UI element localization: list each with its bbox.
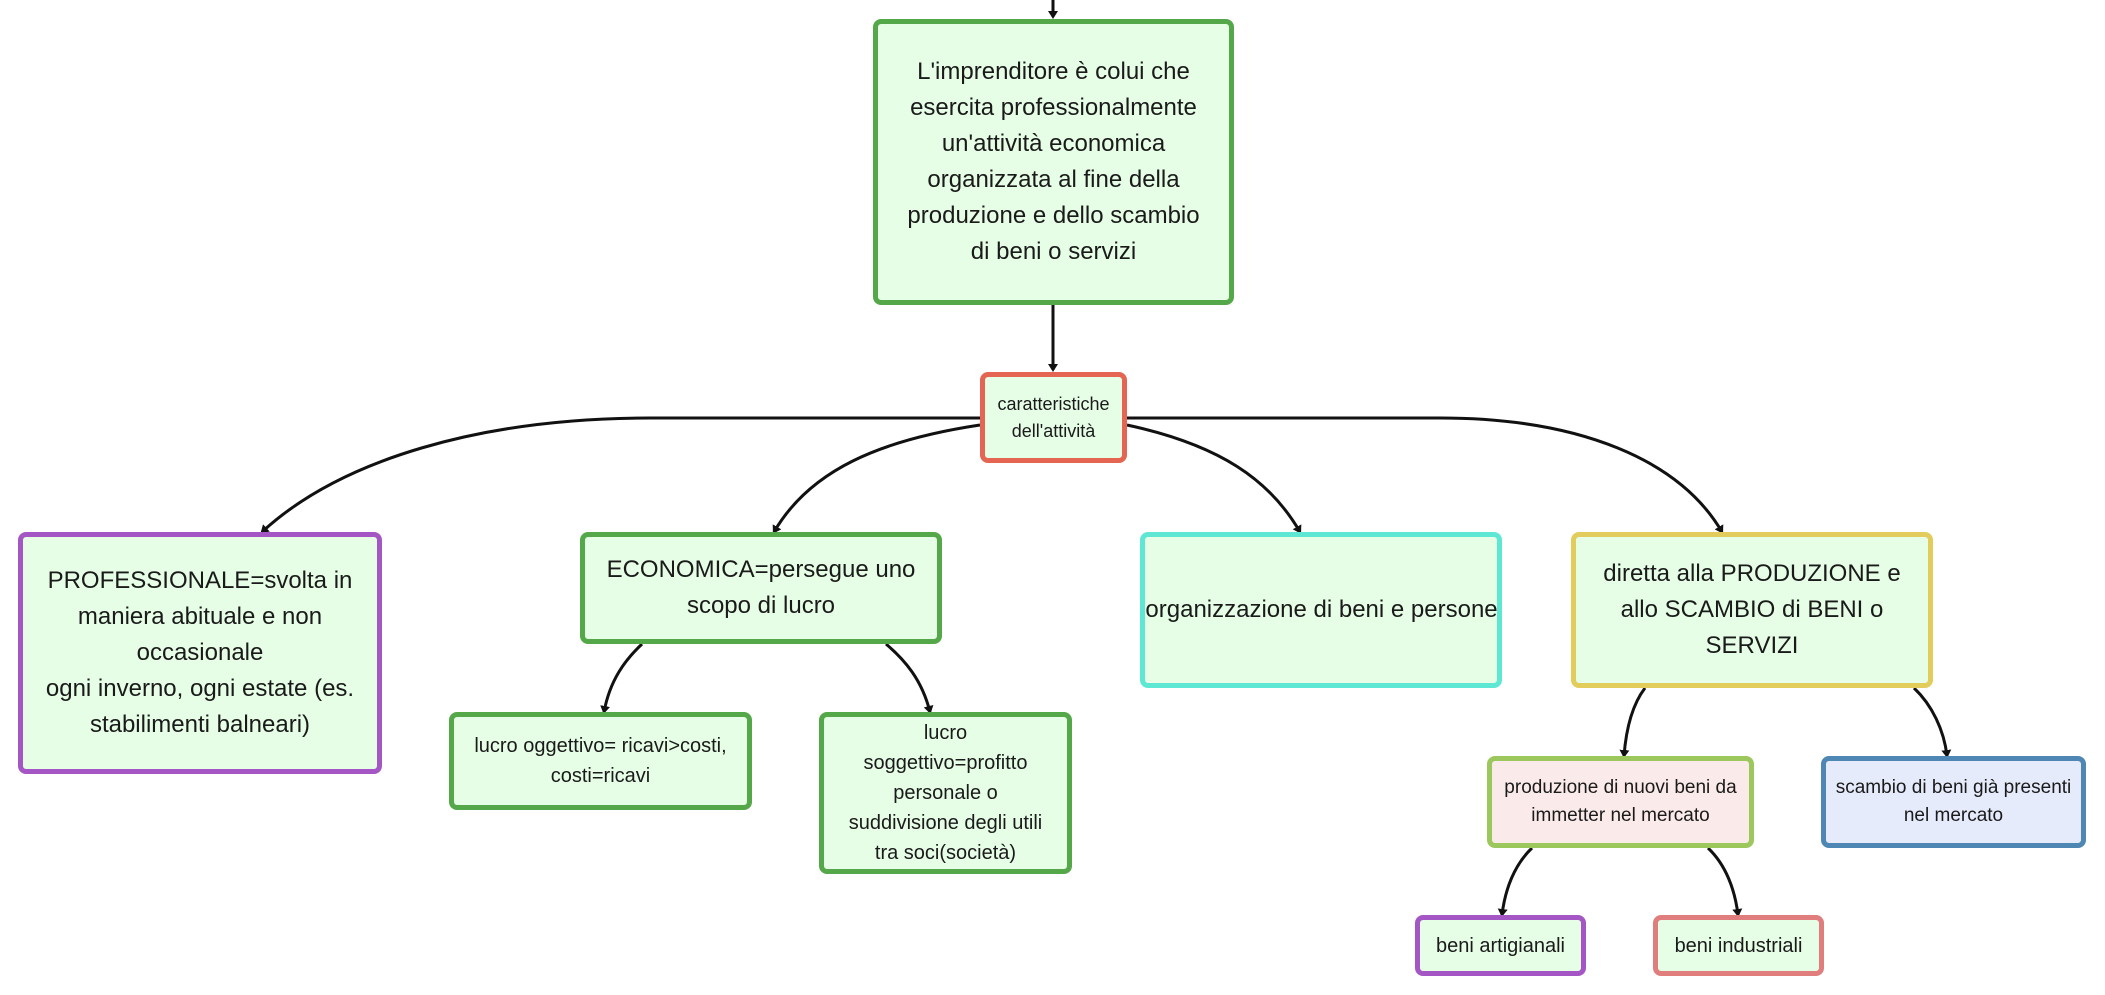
node-beni-artigianali[interactable]: beni artigianali <box>1415 915 1586 976</box>
edge-economica-lucro-soggettivo <box>885 642 934 714</box>
node-organizzata[interactable]: ORGANIZZATA=organizzazione di beni e per… <box>1140 532 1502 688</box>
edge-diretta-scambio <box>1912 686 1952 758</box>
node-caratteristiche-text: caratteristiche dell'attività <box>997 393 1110 441</box>
node-beni-industriali-text: beni industriali <box>1674 934 1803 957</box>
node-economica[interactable]: ECONOMICA=persegue uno scopo di lucro <box>580 532 942 644</box>
edge-diretta-produzione <box>1619 687 1647 758</box>
node-beni-industriali[interactable]: beni industriali <box>1653 915 1824 976</box>
node-scambio-beni[interactable]: scambio di beni già presenti nel mercato <box>1821 756 2086 848</box>
edge-produzione-artigianali <box>1497 846 1534 917</box>
node-lucro-oggettivo[interactable]: lucro oggettivo= ricavi>costi, costi=ric… <box>449 712 752 810</box>
edge-caratteristiche-professionale <box>260 416 980 534</box>
node-produzione-nuovi-beni-text: produzione di nuovi beni da immetter nel… <box>1504 777 1737 826</box>
node-organizzata-text: ORGANIZZATA=organizzazione di beni e per… <box>1145 596 1498 623</box>
node-produzione-scambio[interactable]: diretta alla PRODUZIONE e allo SCAMBIO d… <box>1571 532 1933 688</box>
node-imprenditore-definition-text: L'imprenditore è colui che esercita prof… <box>907 58 1200 265</box>
edge-caratteristiche-economica <box>772 423 981 534</box>
node-produzione-nuovi-beni[interactable]: produzione di nuovi beni da immetter nel… <box>1487 756 1754 848</box>
edge-economica-lucro-oggettivo <box>600 642 644 714</box>
node-caratteristiche[interactable]: caratteristiche dell'attività <box>980 372 1127 463</box>
node-produzione-scambio-text: diretta alla PRODUZIONE e allo SCAMBIO d… <box>1603 560 1901 659</box>
node-lucro-soggettivo[interactable]: lucro soggettivo=profitto personale o su… <box>819 712 1072 874</box>
node-beni-artigianali-text: beni artigianali <box>1436 934 1565 957</box>
node-lucro-soggettivo-text: lucro soggettivo=profitto personale o su… <box>848 722 1043 864</box>
edge-produzione-industriali <box>1706 846 1743 917</box>
node-imprenditore-definition[interactable]: L'imprenditore è colui che esercita prof… <box>873 19 1234 305</box>
node-economica-text: ECONOMICA=persegue uno scopo di lucro <box>606 556 916 619</box>
node-professionale-text: PROFESSIONALE=svolta in maniera abituale… <box>45 567 355 738</box>
edge-caratteristiche-diretta <box>1127 416 1724 534</box>
node-professionale[interactable]: PROFESSIONALE=svolta in maniera abituale… <box>18 532 382 774</box>
edge-caratteristiche-organizzata <box>1126 423 1302 534</box>
node-scambio-beni-text: scambio di beni già presenti nel mercato <box>1835 777 2072 826</box>
node-lucro-oggettivo-text: lucro oggettivo= ricavi>costi, costi=ric… <box>474 735 727 787</box>
